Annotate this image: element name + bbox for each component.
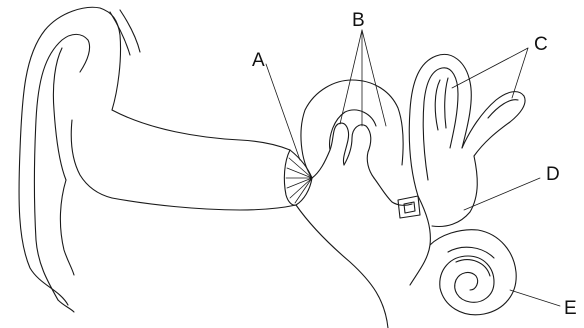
leader-d	[464, 178, 540, 210]
leader-e	[510, 290, 560, 306]
ear-canal	[112, 110, 296, 210]
label-e: E	[564, 298, 577, 319]
leader-c-left	[452, 48, 528, 88]
middle-ear	[296, 80, 420, 328]
label-c: C	[534, 34, 548, 55]
eardrum	[284, 150, 312, 205]
leader-a	[266, 64, 300, 160]
leader-lines	[266, 30, 560, 306]
label-d: D	[546, 164, 560, 185]
vestibule	[410, 156, 477, 285]
label-a: A	[252, 50, 265, 71]
label-b: B	[352, 10, 365, 31]
outer-ear	[19, 7, 140, 312]
cochlea	[430, 230, 516, 315]
semicircular-canals	[409, 54, 525, 196]
leader-b-third	[362, 30, 386, 126]
